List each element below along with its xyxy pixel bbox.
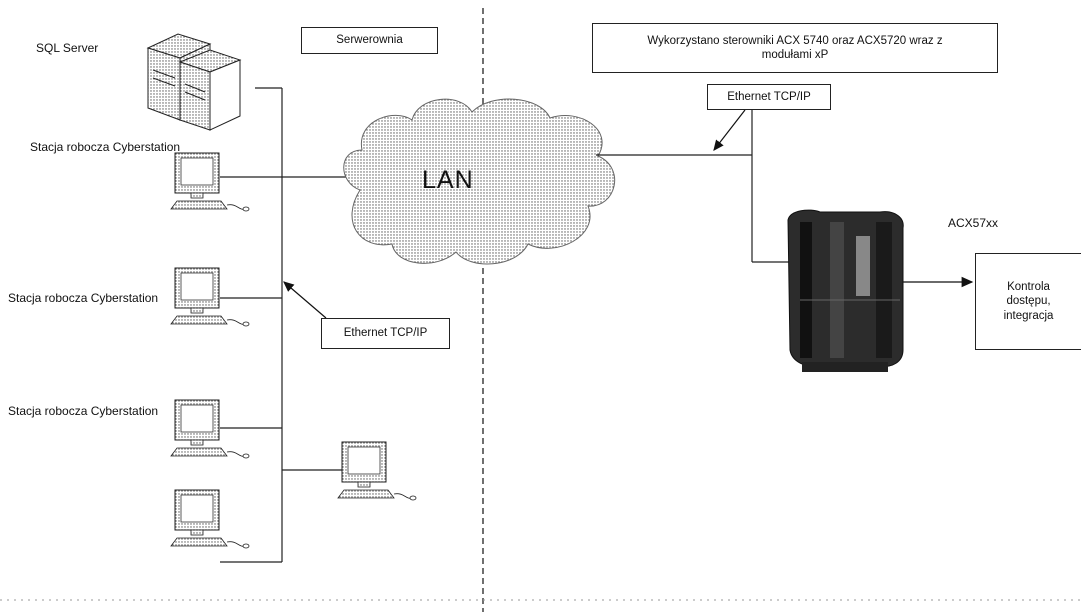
controller-icon: [787, 209, 904, 372]
workstation-icon: [170, 489, 250, 549]
controllers-note-line1: Wykorzystano sterowniki ACX 5740 oraz AC…: [647, 34, 943, 47]
ethernet-label-left: Ethernet TCP/IP: [343, 327, 428, 340]
workstation-icon: [170, 399, 250, 459]
workstation-label-top: Stacja robocza Cyberstation: [30, 140, 181, 154]
access-line3: integracja: [1003, 309, 1054, 322]
workstation-label-low: Stacja robocza Cyberstation: [8, 404, 159, 418]
lan-label: LAN: [422, 166, 474, 194]
access-line1: Kontrola: [1007, 280, 1050, 293]
controllers-note-box: Wykorzystano sterowniki ACX 5740 oraz AC…: [592, 23, 998, 73]
cloud-icon: [343, 98, 616, 265]
acx-device-label: ACX57xx: [948, 216, 999, 230]
serverroom-label: Serwerownia: [336, 34, 403, 47]
server-icon: [146, 33, 242, 131]
access-control-box: Kontrola dostępu, integracja: [975, 253, 1081, 350]
access-line2: dostępu,: [1006, 295, 1051, 308]
workstation-icon: [170, 267, 250, 327]
workstation-icon: [170, 152, 250, 212]
sql-server-label: SQL Server: [36, 41, 99, 55]
workstation-icon: [337, 441, 417, 501]
ethernet-label-right: Ethernet TCP/IP: [727, 90, 811, 103]
workstation-label-mid: Stacja robocza Cyberstation: [8, 291, 159, 305]
ethernet-label-box-right: Ethernet TCP/IP: [707, 84, 831, 110]
ethernet-label-box-left: Ethernet TCP/IP: [321, 318, 450, 349]
serverroom-box: Serwerownia: [301, 27, 438, 54]
controllers-note-line2: modułami xP: [761, 49, 829, 61]
